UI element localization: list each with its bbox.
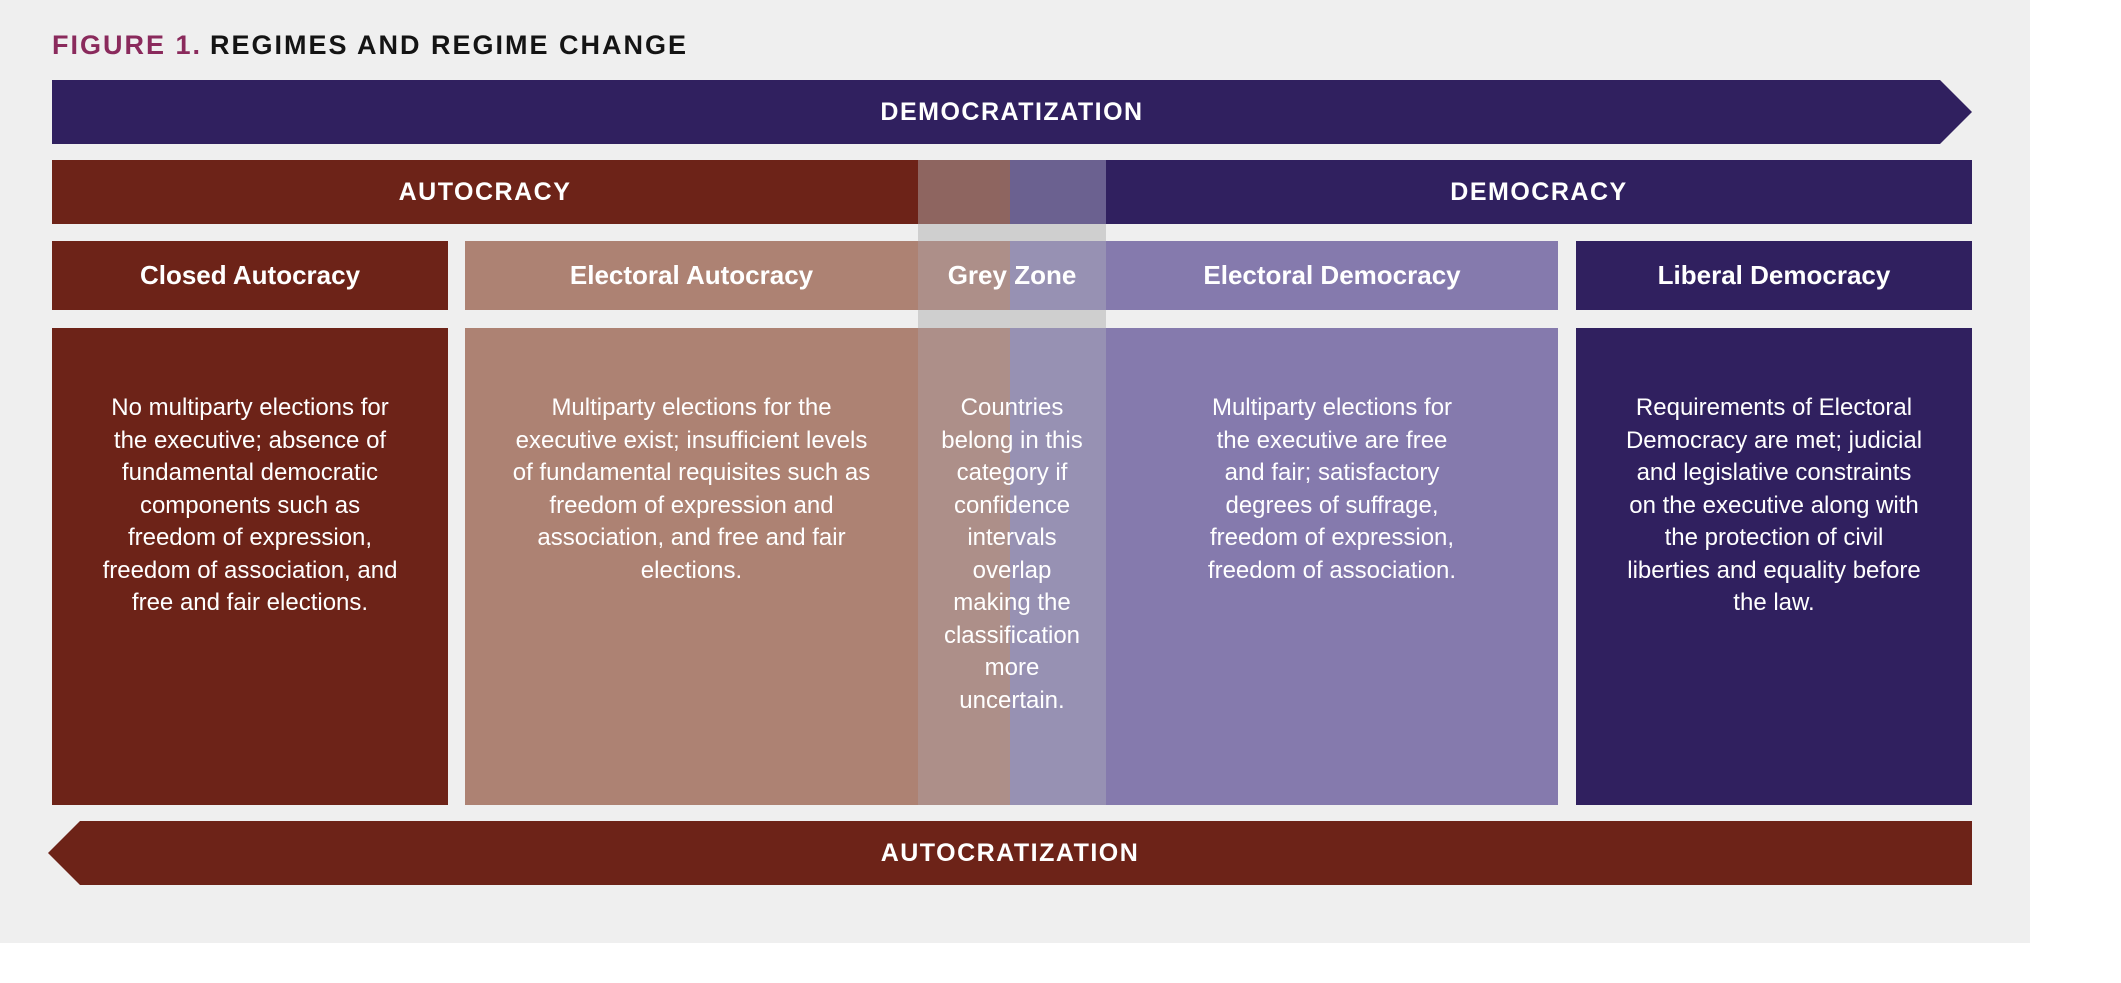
figure-title-text: REGIMES AND REGIME CHANGE <box>210 30 689 60</box>
democracy-header: DEMOCRACY <box>1106 160 1972 224</box>
regime-description-electoral-democracy: Multiparty elections for the executive a… <box>1207 394 1457 584</box>
grey-zone-top-left <box>918 160 1010 224</box>
regime-name-electoral-democracy: Electoral Democracy <box>1203 260 1461 290</box>
regime-description-closed-autocracy: No multiparty elections for the executiv… <box>102 394 398 616</box>
grey-zone-gap-2 <box>918 310 1106 328</box>
regime-header-liberal-democracy: Liberal Democracy <box>1576 241 1972 310</box>
figure-title: FIGURE 1.REGIMES AND REGIME CHANGE <box>52 30 688 61</box>
regime-body-electoral-democracy: Multiparty elections for the executive a… <box>1106 328 1558 805</box>
regime-description-electoral-autocracy: Multiparty elections for the executive e… <box>512 394 871 584</box>
regime-header-electoral-democracy: Electoral Democracy <box>1106 241 1558 310</box>
grey-zone-strip-right <box>1010 160 1106 805</box>
regime-header-electoral-autocracy: Electoral Autocracy <box>465 241 918 310</box>
autocracy-header-label: AUTOCRACY <box>398 177 572 206</box>
regime-body-liberal-democracy: Requirements of Electoral Democracy are … <box>1576 328 1972 805</box>
regime-name-liberal-democracy: Liberal Democracy <box>1657 260 1891 290</box>
regime-header-closed-autocracy: Closed Autocracy <box>52 241 448 310</box>
figure-label: FIGURE 1. <box>52 30 203 60</box>
regime-header-grey-zone: Grey Zone <box>918 241 1106 310</box>
regime-name-closed-autocracy: Closed Autocracy <box>139 260 361 290</box>
democratization-arrow <box>52 80 1972 144</box>
grey-zone-gap-1 <box>918 224 1106 241</box>
regime-body-electoral-autocracy: Multiparty elections for the executive e… <box>465 328 918 805</box>
regime-description-grey-zone: Countries belong in this category if con… <box>941 394 1083 714</box>
autocratization-arrow <box>48 821 1972 885</box>
democracy-header-label: DEMOCRACY <box>1450 177 1628 206</box>
democratization-label: DEMOCRATIZATION <box>880 97 1144 126</box>
autocratization-label: AUTOCRATIZATION <box>880 838 1140 867</box>
regime-name-grey-zone: Grey Zone <box>947 260 1077 290</box>
regime-name-electoral-autocracy: Electoral Autocracy <box>569 260 814 290</box>
grey-zone-strip-left <box>918 160 1010 805</box>
regime-body-closed-autocracy: No multiparty elections for the executiv… <box>52 328 448 805</box>
regime-body-grey-zone: Countries belong in this category if con… <box>918 328 1106 805</box>
regime-description-liberal-democracy: Requirements of Electoral Democracy are … <box>1625 394 1923 616</box>
grey-zone-top-right <box>1010 160 1106 224</box>
autocracy-header: AUTOCRACY <box>52 160 918 224</box>
